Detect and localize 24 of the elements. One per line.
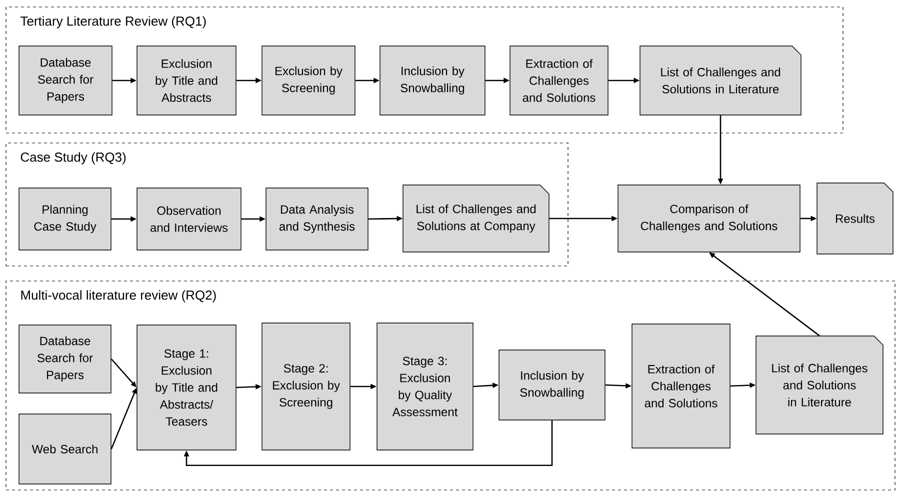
process-box: Web Search — [18, 414, 112, 484]
process-box: Database Search for Papers — [18, 46, 112, 116]
document-box: List of Challenges and Solutions at Company — [402, 184, 550, 252]
process-box: Database Search for Papers — [18, 324, 112, 394]
document-box: List of Challenges and Solutions in Literature — [640, 46, 802, 116]
process-box: Planning Case Study — [18, 188, 112, 250]
process-box: Inclusion by Snowballing — [498, 350, 606, 420]
process-box: Data Analysis and Synthesis — [266, 188, 368, 250]
process-box: Extraction of Challenges and Solutions — [632, 324, 730, 448]
arrow — [184, 420, 553, 466]
process-box: Exclusion by Title and Abstracts — [136, 46, 236, 116]
process-box: Stage 2: Exclusion by Screening — [262, 322, 350, 450]
group-title: Multi-vocal literature review (RQ2) — [21, 290, 216, 302]
process-box: Observation and Interviews — [136, 188, 242, 250]
process-box: Exclusion by Screening — [262, 46, 356, 116]
process-box: Extraction of Challenges and Solutions — [510, 46, 608, 116]
document-box: Results — [816, 182, 894, 254]
process-box: Inclusion by Snowballing — [380, 46, 486, 116]
group-title: Tertiary Literature Review (RQ1) — [20, 16, 206, 28]
document-box: List of Challenges and Solutions in Literature — [756, 336, 884, 434]
process-box: Stage 1: Exclusion by Title and Abstracts/ Teasers — [136, 324, 236, 450]
group-title: Case Study (RQ3) — [20, 152, 126, 164]
process-box: Comparison of Challenges and Solutions — [618, 184, 800, 252]
process-box: Stage 3: Exclusion by Quality Assessment — [376, 322, 474, 450]
